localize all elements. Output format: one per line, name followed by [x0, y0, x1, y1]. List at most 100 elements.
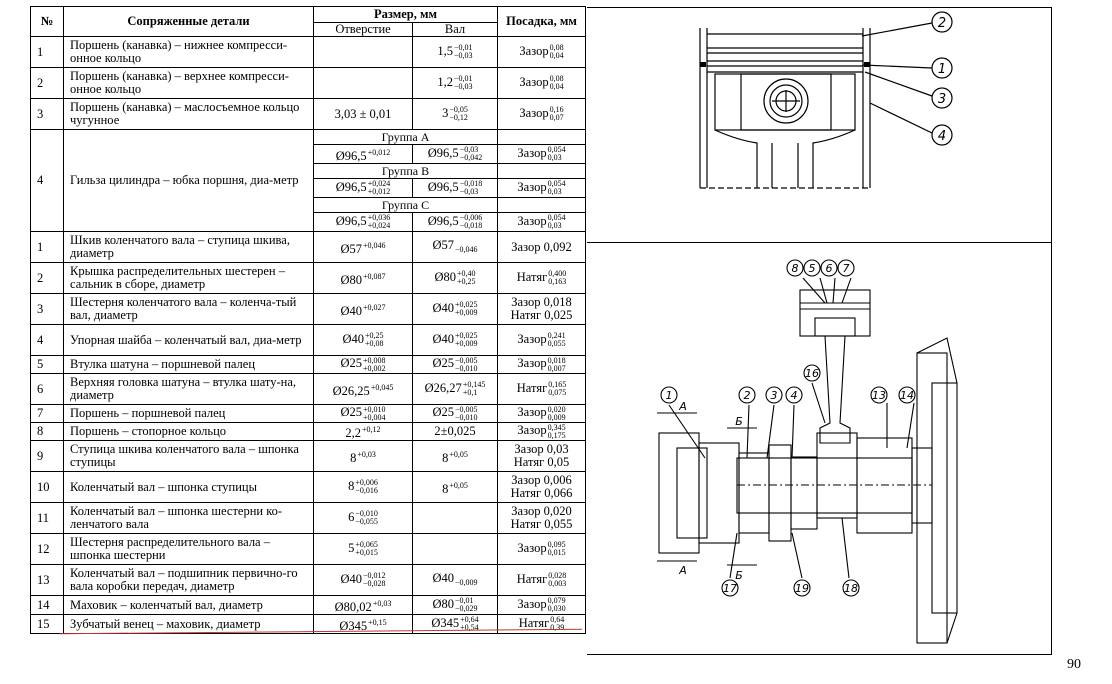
value-base: Ø80 — [432, 596, 454, 611]
callout-label: 2 — [744, 389, 751, 402]
upper-deviation: 0,018 — [547, 355, 566, 365]
lower-deviation: 0,07 — [549, 113, 564, 122]
row-details: Крышка распределительных шестерен – саль… — [63, 262, 314, 294]
hole-size — [313, 67, 413, 99]
value-base: Ø40 — [432, 331, 454, 346]
value-base: 1,2 — [437, 74, 454, 89]
value-base: 8 — [350, 450, 357, 465]
row-details: Гильза цилиндра – юбка поршня, диа-метр — [63, 129, 314, 232]
lower-deviation: 0,04 — [549, 82, 564, 91]
lower-deviation: 0,39 — [550, 623, 565, 632]
hole-size: Ø25+0,008+0,002 — [313, 355, 413, 374]
upper-deviation: 0,165 — [548, 380, 567, 389]
upper-deviation: +0,046 — [363, 240, 386, 250]
callout-label: 18 — [844, 582, 858, 595]
section-mark: А — [678, 564, 687, 577]
value-base: 5 — [348, 540, 355, 555]
shaft-size: Ø26,27+0,145+0,1 — [412, 373, 498, 405]
upper-deviation: −0,012 — [363, 571, 386, 580]
lower-deviation: 0,075 — [548, 388, 567, 397]
callout-label: 16 — [805, 367, 819, 380]
hole-size: 3,03 ± 0,01 — [313, 98, 413, 130]
value-base: Натяг — [518, 615, 550, 630]
shaft-size: Ø40−0,009 — [412, 564, 498, 596]
value-base: Ø25 — [340, 356, 362, 371]
fit-line: Натяг 0,025 — [510, 308, 573, 322]
lower-deviation: 0,03 — [547, 153, 562, 162]
hole-size: 8+0,006−0,016 — [313, 471, 413, 503]
hole-size: Ø40+0,25+0,08 — [313, 324, 413, 356]
upper-deviation: 0,241 — [547, 331, 566, 340]
upper-deviation: 0,345 — [547, 422, 566, 432]
row-details: Шестерня коленчатого вала – коленча-тый … — [63, 293, 314, 325]
value-base: Натяг — [516, 380, 548, 395]
shaft-size: Ø96,5−0,006−0,018 — [412, 212, 498, 232]
lower-deviation: +0,1 — [462, 388, 478, 397]
group-label-spacer — [497, 129, 586, 145]
lower-deviation: +0,012 — [367, 187, 391, 196]
lower-deviation: −0,018 — [459, 221, 483, 230]
lower-deviation: −0,12 — [449, 113, 468, 122]
row-number: 15 — [30, 614, 64, 634]
upper-deviation: +0,40 — [457, 269, 476, 278]
lower-deviation: +0,08 — [365, 339, 384, 348]
value-base: 2,2 — [345, 426, 362, 440]
value-base: Ø40 — [342, 331, 364, 346]
value-base: Ø96,5 — [335, 179, 367, 194]
callout-label: 4 — [791, 389, 798, 402]
value-base: Ø26,25 — [332, 383, 370, 398]
row-details: Коленчатый вал – шпонка шестерни ко-ленч… — [63, 502, 314, 534]
value-base: Ø96,5 — [335, 213, 367, 228]
row-details: Поршень (канавка) – верхнее компресси-он… — [63, 67, 314, 99]
row-number: 5 — [30, 355, 64, 374]
header-size: Размер, мм — [313, 6, 498, 23]
upper-deviation: +0,25 — [365, 331, 384, 340]
shaft-size: Ø96,5−0,03−0,042 — [412, 144, 498, 164]
upper-deviation: +0,64 — [460, 615, 479, 624]
hole-size: Ø96,5+0,036+0,024 — [313, 212, 413, 232]
lower-deviation: −0,03 — [454, 82, 473, 91]
hole-size: Ø96,5+0,012 — [313, 144, 413, 164]
value-base: Зазор — [517, 356, 547, 371]
upper-deviation: 0,08 — [549, 43, 564, 52]
upper-deviation: −0,005 — [455, 355, 478, 365]
value-base: 3 — [442, 105, 449, 120]
upper-deviation: 0,054 — [547, 145, 566, 154]
lower-deviation: 0,003 — [548, 579, 567, 588]
upper-deviation: −0,01 — [454, 43, 473, 52]
shaft-size: 1,5−0,01−0,03 — [412, 36, 498, 68]
callout-label: 1 — [666, 389, 673, 402]
upper-deviation: +0,15 — [368, 617, 387, 627]
header-fit: Посадка, мм — [497, 6, 586, 37]
hole-size: Ø80+0,087 — [313, 262, 413, 294]
row-details: Шкив коленчатого вала – ступица шкива, д… — [63, 231, 314, 263]
fit-line: Натяг 0,055 — [510, 517, 573, 531]
row-details: Коленчатый вал – шпонка ступицы — [63, 471, 314, 503]
shaft-size: Ø57−0,046 — [412, 231, 498, 263]
value-base: Ø26,27 — [424, 380, 462, 395]
upper-deviation: +0,045 — [370, 382, 394, 392]
header-num: № — [30, 6, 64, 37]
callout-label: 1 — [938, 62, 946, 77]
upper-deviation: 0,054 — [547, 213, 566, 222]
group-label-spacer — [497, 197, 586, 213]
upper-deviation: 0,095 — [547, 540, 566, 549]
table-row: Группа В — [31, 163, 586, 179]
upper-deviation: −0,010 — [355, 509, 378, 518]
hole-size: Ø25+0,010+0,004 — [313, 404, 413, 423]
value-base: Ø80,02 — [334, 599, 372, 614]
row-number: 14 — [30, 595, 64, 615]
value-base: Зазор — [517, 331, 547, 346]
row-number: 11 — [30, 502, 64, 534]
